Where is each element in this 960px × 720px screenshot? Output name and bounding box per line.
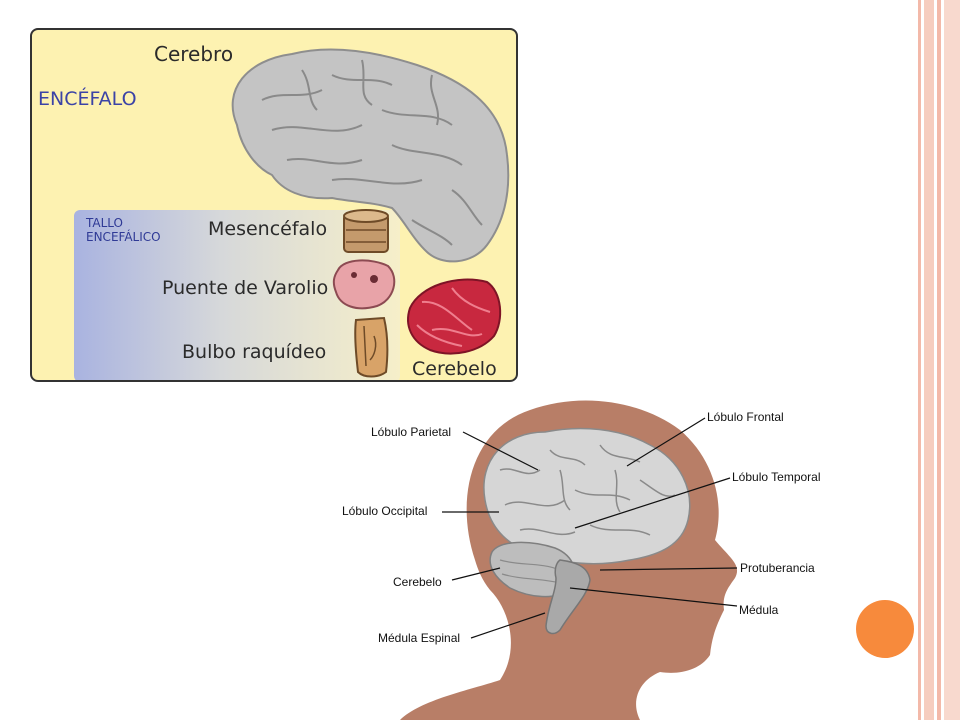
pons-label-bottom: Protuberancia	[740, 561, 815, 575]
cerebellum-label-bottom: Cerebelo	[393, 575, 442, 589]
pons-label: Puente de Varolio	[162, 277, 329, 299]
encephalon-illustration	[231, 48, 510, 378]
encephalon-label: ENCÉFALO	[38, 88, 137, 110]
medulla-drawing	[354, 316, 389, 378]
midbrain-drawing	[343, 209, 389, 253]
medulla-label-bottom: Médula	[739, 603, 779, 617]
border-stripe	[918, 0, 921, 720]
cerebellum-label: Cerebelo	[412, 358, 497, 380]
border-stripe	[944, 0, 960, 720]
temporal-lobe-label: Lóbulo Temporal	[732, 470, 821, 484]
accent-circle	[856, 600, 914, 658]
spinal-cord-label: Médula Espinal	[378, 631, 461, 645]
border-stripe	[924, 0, 934, 720]
border-stripe	[937, 0, 941, 720]
medulla-label: Bulbo raquídeo	[182, 341, 327, 363]
cerebrum-label: Cerebro	[154, 42, 234, 66]
spinal-cord-drawing	[545, 559, 591, 635]
frontal-lobe-label: Lóbulo Frontal	[707, 410, 784, 424]
cerebellum-drawing	[407, 278, 502, 355]
occipital-lobe-label: Lóbulo Occipital	[342, 504, 428, 518]
encephalon-panel: Cerebro ENCÉFALO TALLO ENCEFÁLICO Mesenc…	[30, 28, 518, 382]
brainstem-label-line1: TALLO	[86, 216, 123, 230]
leader-lines	[442, 417, 738, 639]
brainstem-label: TALLO ENCEFÁLICO	[86, 216, 161, 244]
parietal-lobe-label: Lóbulo Parietal	[371, 425, 452, 439]
pons-drawing	[332, 259, 396, 310]
midbrain-label: Mesencéfalo	[208, 218, 328, 240]
brainstem-label-line2: ENCEFÁLICO	[86, 230, 161, 244]
cerebrum-drawing	[231, 48, 510, 263]
